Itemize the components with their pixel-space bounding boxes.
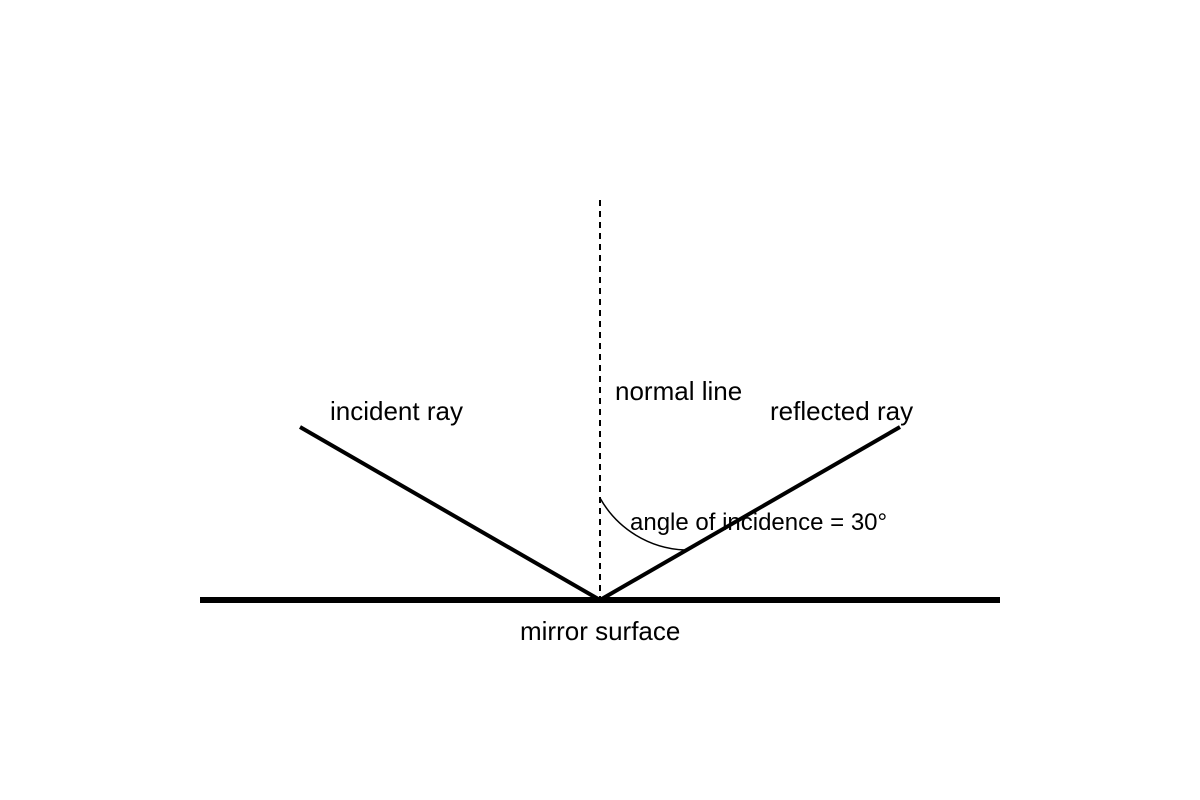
reflected-ray-label: reflected ray (770, 396, 913, 426)
reflected-ray-line (599, 425, 901, 602)
incident-ray-line (299, 425, 601, 602)
incident-ray-label: incident ray (330, 396, 463, 426)
angle-label: angle of incidence = 30° (630, 509, 887, 536)
angle-arc (599, 497, 686, 551)
mirror-surface-label: mirror surface (520, 616, 680, 646)
normal-line-label: normal line (615, 376, 742, 406)
